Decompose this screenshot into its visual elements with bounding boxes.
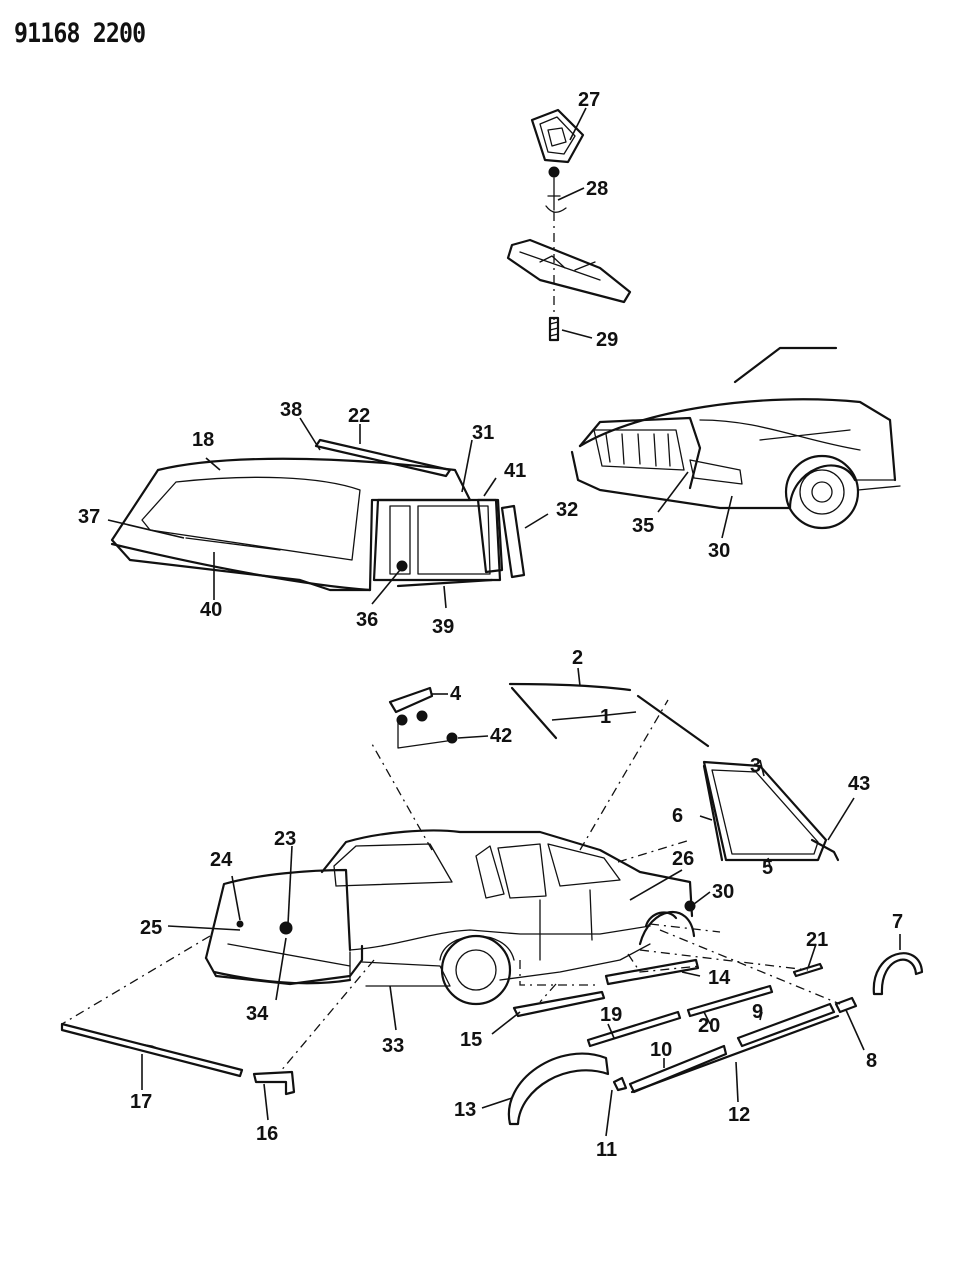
label-33: 33 [382,1035,404,1057]
lower-mouldings [60,934,924,1137]
label-25: 25 [140,917,162,939]
label-3: 3 [750,755,761,777]
label-41: 41 [504,460,526,482]
label-29: 29 [596,329,618,351]
label-26: 26 [672,848,694,870]
label-11: 11 [596,1139,617,1161]
label-7: 7 [892,911,903,933]
roof-panels-group [107,417,549,609]
label-19: 19 [600,1004,622,1026]
label-43: 43 [848,773,870,795]
label-1: 1 [600,706,611,728]
side-glass-group [699,759,855,867]
label-14: 14 [708,967,731,989]
label-28: 28 [586,178,608,200]
label-4: 4 [450,683,462,705]
label-35: 35 [632,515,654,537]
label-23: 23 [274,828,296,850]
label-20: 20 [698,1015,720,1037]
main-car-view [61,699,841,1073]
label-15: 15 [460,1029,482,1051]
label-18: 18 [192,429,214,451]
hood-ornament-group [506,107,632,342]
windshield-mouldings [388,667,710,749]
diagram-code: 91168 2200 [14,18,146,49]
label-9: 9 [752,1001,763,1023]
label-30-rear: 30 [712,881,734,903]
label-5: 5 [762,857,773,879]
label-10: 10 [650,1039,672,1061]
label-21: 21 [806,929,828,951]
label-38: 38 [280,399,302,421]
label-16: 16 [256,1123,278,1145]
label-40: 40 [200,599,222,621]
label-30-front: 30 [708,540,730,562]
label-17: 17 [130,1091,152,1113]
label-32: 32 [556,499,578,521]
label-31: 31 [472,422,494,444]
label-37: 37 [78,506,100,528]
label-42: 42 [490,725,512,747]
label-8: 8 [866,1050,877,1072]
label-34: 34 [246,1003,269,1025]
label-2: 2 [572,647,583,669]
label-27: 27 [578,89,600,111]
label-22: 22 [348,405,370,427]
label-13: 13 [454,1099,476,1121]
callout-labels: 27 28 29 18 38 22 31 41 32 37 40 36 39 3… [78,89,903,1161]
label-36: 36 [356,609,378,631]
label-39: 39 [432,616,454,638]
label-24: 24 [210,849,233,871]
front-car-view [570,346,901,539]
label-6: 6 [672,805,683,827]
label-12: 12 [728,1104,750,1126]
